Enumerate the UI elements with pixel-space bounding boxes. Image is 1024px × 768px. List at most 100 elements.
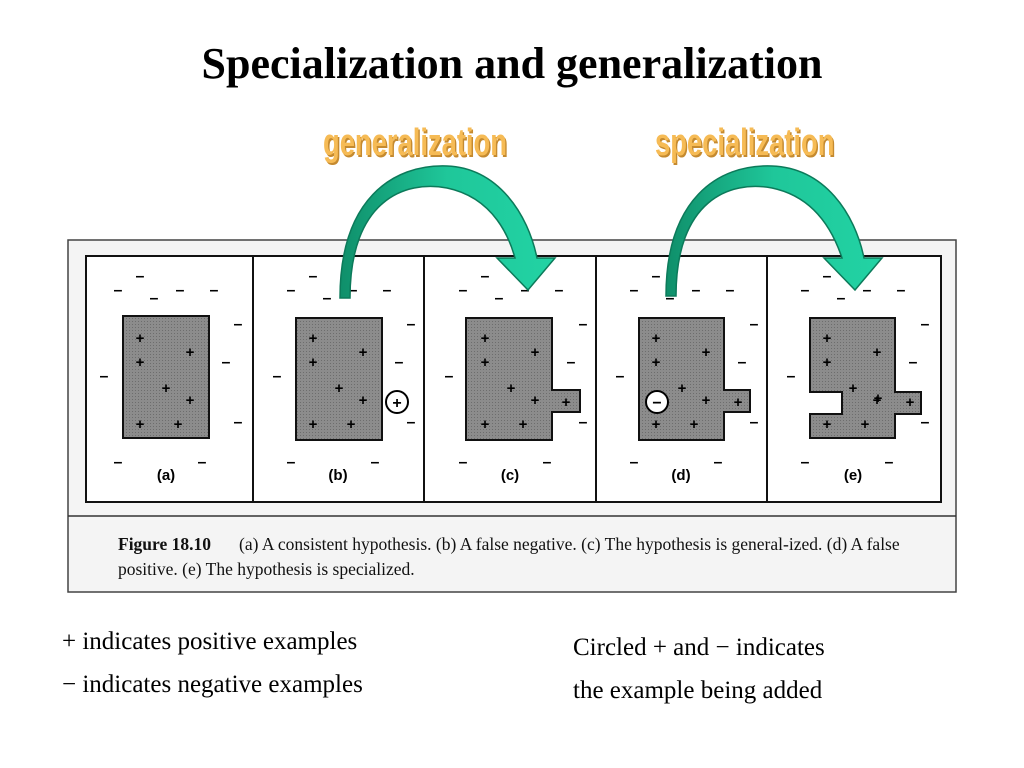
positive-example-mark: + [702, 344, 711, 361]
positive-example-mark: + [823, 330, 832, 347]
negative-example-mark: – [309, 268, 318, 285]
negative-example-mark: – [555, 282, 564, 299]
positive-example-mark: + [359, 344, 368, 361]
positive-example-mark: + [562, 394, 571, 411]
negative-example-mark: – [630, 454, 639, 471]
specialization-arrow [665, 165, 884, 297]
circled-minus-marker [645, 390, 669, 414]
negative-example-mark: – [114, 454, 123, 471]
negative-example-mark: – [579, 414, 588, 431]
positive-example-mark: + [873, 344, 882, 361]
negative-example-mark: – [459, 282, 468, 299]
negative-example-mark: – [407, 414, 416, 431]
positive-example-mark: + [678, 380, 687, 397]
negative-example-mark: – [823, 268, 832, 285]
positive-example-mark: + [136, 416, 145, 433]
positive-example-mark: + [481, 354, 490, 371]
generalization-label: generalization [323, 122, 507, 164]
circled-note-line2: the example being added [573, 677, 823, 704]
positive-example-mark: + [186, 344, 195, 361]
negative-example-mark: – [287, 282, 296, 299]
positive-example-mark: + [359, 392, 368, 409]
panel-label-d: (d) [671, 467, 690, 484]
positive-example-mark: + [309, 416, 318, 433]
figure-number: Figure 18.10 [118, 534, 212, 554]
positive-example-mark: + [174, 416, 183, 433]
positive-example-mark: + [481, 416, 490, 433]
hypothesis-region-b [295, 317, 383, 441]
negative-example-mark: – [234, 316, 243, 333]
negative-example-mark: – [726, 282, 735, 299]
negative-example-mark: – [150, 290, 159, 307]
positive-example-mark: + [702, 392, 711, 409]
negative-example-mark: – [383, 282, 392, 299]
negative-example-mark: – [371, 454, 380, 471]
negative-example-mark: – [100, 368, 109, 385]
panel-label-a: (a) [157, 467, 175, 484]
positive-example-mark: + [162, 380, 171, 397]
negative-example-mark: – [630, 282, 639, 299]
negative-example-mark: – [210, 282, 219, 299]
positive-example-mark: + [734, 394, 743, 411]
positive-example-mark: + [823, 416, 832, 433]
circled-plus-symbol: + [392, 395, 401, 412]
panel-label-e: (e) [844, 467, 862, 484]
negative-example-mark: – [567, 354, 576, 371]
negative-example-mark: – [521, 282, 530, 299]
positive-example-mark: + [309, 354, 318, 371]
positive-example-mark: + [823, 354, 832, 371]
hypothesis-region-c [465, 317, 581, 441]
negative-example-mark: – [273, 368, 282, 385]
negative-example-mark: – [114, 282, 123, 299]
circled-notes: Circled + and − indicates the example be… [573, 626, 825, 712]
generalization-arrow [339, 165, 557, 299]
negative-example-mark: – [837, 290, 846, 307]
negative-example-mark: – [652, 268, 661, 285]
negative-example-mark: – [666, 290, 675, 307]
positive-example-mark: + [335, 380, 344, 397]
negative-example-mark: – [543, 454, 552, 471]
negative-example-mark: – [445, 368, 454, 385]
positive-note: + indicates positive examples [62, 628, 358, 655]
negative-example-mark: – [885, 454, 894, 471]
hypothesis-region-d [638, 317, 751, 441]
negative-example-mark: – [323, 290, 332, 307]
negative-example-mark: – [863, 282, 872, 299]
positive-example-mark: + [136, 330, 145, 347]
negative-example-mark: – [395, 354, 404, 371]
negative-example-mark: – [714, 454, 723, 471]
positive-example-mark: + [531, 392, 540, 409]
positive-example-mark: + [861, 416, 870, 433]
positive-example-mark: + [873, 392, 882, 409]
positive-example-mark: + [347, 416, 356, 433]
positive-example-mark: + [309, 330, 318, 347]
negative-example-mark: – [222, 354, 231, 371]
positive-example-mark: + [519, 416, 528, 433]
negative-example-mark: – [616, 368, 625, 385]
negative-example-mark: – [287, 454, 296, 471]
negative-example-mark: – [459, 454, 468, 471]
negative-example-mark: – [198, 454, 207, 471]
negative-example-mark: – [349, 282, 358, 299]
negative-example-mark: – [738, 354, 747, 371]
positive-example-mark: + [690, 416, 699, 433]
panel-label-c: (c) [501, 467, 519, 484]
specialization-label: specialization [655, 122, 835, 164]
negative-example-mark: – [234, 414, 243, 431]
positive-example-mark: + [186, 392, 195, 409]
negative-example-mark: – [407, 316, 416, 333]
negative-example-mark: – [136, 268, 145, 285]
negative-example-mark: – [897, 282, 906, 299]
negative-example-mark: – [801, 454, 810, 471]
positive-example-mark: + [652, 416, 661, 433]
positive-example-mark: + [507, 380, 516, 397]
hypothesis-region-a [122, 315, 210, 439]
negative-example-mark: – [921, 414, 930, 431]
legend-notes: + indicates positive examples − indicate… [62, 620, 363, 706]
positive-example-mark: + [906, 394, 915, 411]
negative-example-mark: – [921, 316, 930, 333]
negative-example-mark: – [801, 282, 810, 299]
negative-example-mark: – [495, 290, 504, 307]
negative-example-mark: – [750, 414, 759, 431]
